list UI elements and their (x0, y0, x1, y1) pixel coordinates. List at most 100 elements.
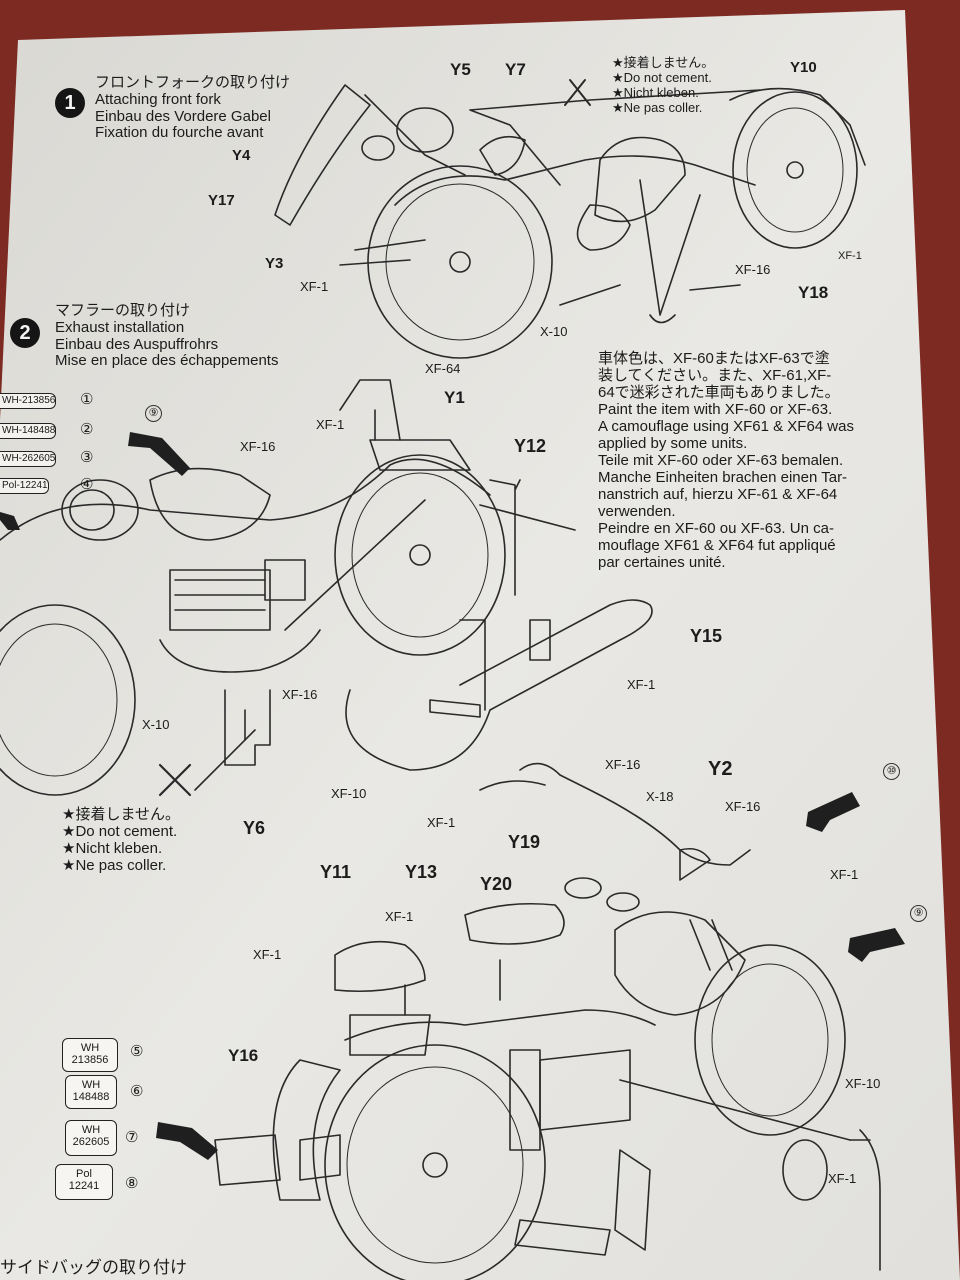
plate-decal-line-1: Pol (76, 1168, 92, 1180)
paint-code-xf16: XF-16 (240, 439, 276, 454)
paint-code-xf1: XF-1 (838, 250, 862, 262)
step-2-number: 2 (10, 318, 40, 348)
part-label-y7: Y7 (505, 60, 526, 79)
plate-decal-line-2: 262605 (72, 1136, 110, 1148)
step-2-title-de: Einbau des Auspuffrohrs (55, 335, 219, 353)
part-label-y2: Y2 (708, 758, 733, 780)
decal-tab-text: Pol-12241 (2, 480, 48, 491)
part-label-y19: Y19 (508, 832, 541, 852)
step-2-no-cement-note: ★接着しません。 ★Do not cement. ★Nicht kleben. … (62, 806, 180, 874)
step-2-title-fr: Mise en place des échappements (55, 352, 279, 370)
note-line-en: ★Do not cement. (612, 70, 712, 85)
paint-note-de-4: verwenden. (598, 503, 676, 520)
part-label-y20: Y20 (480, 874, 513, 894)
part-label-y5: Y5 (450, 60, 471, 79)
paint-code-xf10: XF-10 (845, 1076, 881, 1091)
part-label-y17: Y17 (208, 192, 235, 209)
paint-note-jp-2: 装してください。また、XF-61,XF- (598, 367, 832, 384)
step-2-title: マフラーの取り付け Exhaust installation Einbau de… (55, 302, 279, 370)
note-line-jp: ★接着しません。 (612, 55, 715, 70)
paint-code-x10: X-10 (540, 324, 568, 339)
paint-note-en-3: applied by some units. (598, 435, 748, 452)
paint-code-x18: X-18 (646, 789, 674, 804)
decal-tab-number: ④ (80, 476, 94, 493)
paint-code-x10: X-10 (142, 717, 170, 732)
paint-note-de-1: Teile mit XF-60 oder XF-63 bemalen. (598, 452, 844, 469)
note-line-de: ★Nicht kleben. (612, 85, 699, 100)
paint-code-xf1: XF-1 (385, 909, 414, 924)
plate-decal-line-2: 12241 (68, 1180, 100, 1192)
paint-code-xf16: XF-16 (282, 687, 318, 702)
paint-code-xf1: XF-1 (253, 947, 282, 962)
paint-code-xf1: XF-1 (316, 417, 345, 432)
paint-note-fr-1: Peindre en XF-60 ou XF-63. Un ca- (598, 520, 834, 537)
step-1-title-de: Einbau des Vordere Gabel (95, 107, 271, 125)
plate-decal-line-2: 213856 (71, 1054, 109, 1066)
part-label-y15: Y15 (690, 626, 723, 646)
paint-code-xf1: XF-1 (828, 1171, 857, 1186)
plate-decal-number: ⑤ (130, 1043, 144, 1060)
part-label-y11: Y11 (320, 862, 352, 882)
note-line-jp: ★接着しません。 (62, 806, 180, 823)
part-label-y3: Y3 (265, 255, 284, 272)
plate-decal-line-1: WH (81, 1079, 101, 1091)
plate-decal: WH 262605 (65, 1120, 117, 1156)
plate-decal: WH 213856 (62, 1038, 118, 1072)
paint-note-de-2: Manche Einheiten brachen einen Tar- (598, 469, 848, 486)
paint-note-fr-3: par certaines unité. (598, 554, 726, 571)
decal-tab-number: ② (80, 421, 94, 438)
note-line-de: ★Nicht kleben. (62, 840, 163, 857)
note-line-fr: ★Ne pas coller. (62, 857, 167, 874)
plate-decal-number: ⑦ (125, 1129, 139, 1146)
paint-code-xf16: XF-16 (605, 757, 641, 772)
paint-note-en-2: A camouflage using XF61 & XF64 was (598, 418, 854, 435)
paint-code-xf16: XF-16 (725, 799, 761, 814)
decal-ref-9: ⑨ (145, 405, 162, 422)
paint-code-xf64: XF-64 (425, 361, 461, 376)
part-label-y16: Y16 (228, 1046, 259, 1065)
decal-tab: WH-148488 (0, 423, 57, 439)
part-label-y1: Y1 (444, 388, 465, 407)
decal-ref-9: ⑨ (910, 905, 927, 922)
plate-decal-number: ⑧ (125, 1175, 139, 1192)
note-line-en: ★Do not cement. (62, 823, 178, 840)
step-1-no-cement-note: ★接着しません。 ★Do not cement. ★Nicht kleben. … (612, 55, 714, 115)
part-label-y10: Y10 (790, 59, 817, 76)
paint-code-xf1: XF-1 (627, 677, 656, 692)
decal-tab-text: WH-148488 (2, 425, 56, 436)
decal-tab: Pol-12241 (0, 478, 49, 494)
part-label-y12: Y12 (514, 436, 547, 456)
paint-note-jp-3: 64で迷彩された車両もありました。 (598, 384, 840, 401)
plate-decal-line-1: WH (81, 1124, 101, 1136)
paint-code-xf1: XF-1 (427, 815, 456, 830)
step-1-title: フロントフォークの取り付け Attaching front fork Einba… (95, 74, 290, 142)
part-label-y4: Y4 (232, 147, 251, 164)
plate-decal-line-1: WH (80, 1042, 100, 1054)
step-1-title-fr: Fixation du fourche avant (95, 124, 264, 142)
decal-tab-number: ③ (80, 449, 94, 466)
step-1-number: 1 (55, 88, 85, 118)
part-label-y6: Y6 (243, 818, 266, 838)
step-2-title-jp: マフラーの取り付け (55, 302, 191, 319)
part-label-y18: Y18 (798, 283, 829, 302)
note-line-fr: ★Ne pas coller. (612, 100, 703, 115)
step-1-title-en: Attaching front fork (95, 90, 221, 108)
step-4-title-jp: サイドバッグの取り付け (0, 1258, 187, 1277)
plate-decal: WH 148488 (65, 1075, 117, 1109)
decal-tab: WH-262605 (0, 451, 57, 467)
paint-note-jp-1: 車体色は、XF-60またはXF-63で塗 (598, 350, 830, 367)
decal-ref-10: ⑩ (883, 763, 900, 780)
paint-code-xf16: XF-16 (735, 262, 771, 277)
decal-tab-text: WH-213856 (2, 395, 56, 406)
plate-decal-line-2: 148488 (72, 1091, 110, 1103)
plate-decal-number: ⑥ (130, 1083, 144, 1100)
plate-decal: Pol 12241 (55, 1164, 113, 1200)
paint-note-de-3: nanstrich auf, hierzu XF-61 & XF-64 (598, 486, 838, 503)
paint-code-xf1: XF-1 (830, 867, 859, 882)
decal-tab-text: WH-262605 (2, 453, 56, 464)
body-color-paint-note: 車体色は、XF-60またはXF-63で塗 装してください。また、XF-61,XF… (598, 350, 854, 571)
paint-note-fr-2: mouflage XF61 & XF64 fut appliqué (598, 537, 836, 554)
paint-code-xf1: XF-1 (300, 279, 329, 294)
decal-tab: WH-213856 (0, 393, 57, 409)
